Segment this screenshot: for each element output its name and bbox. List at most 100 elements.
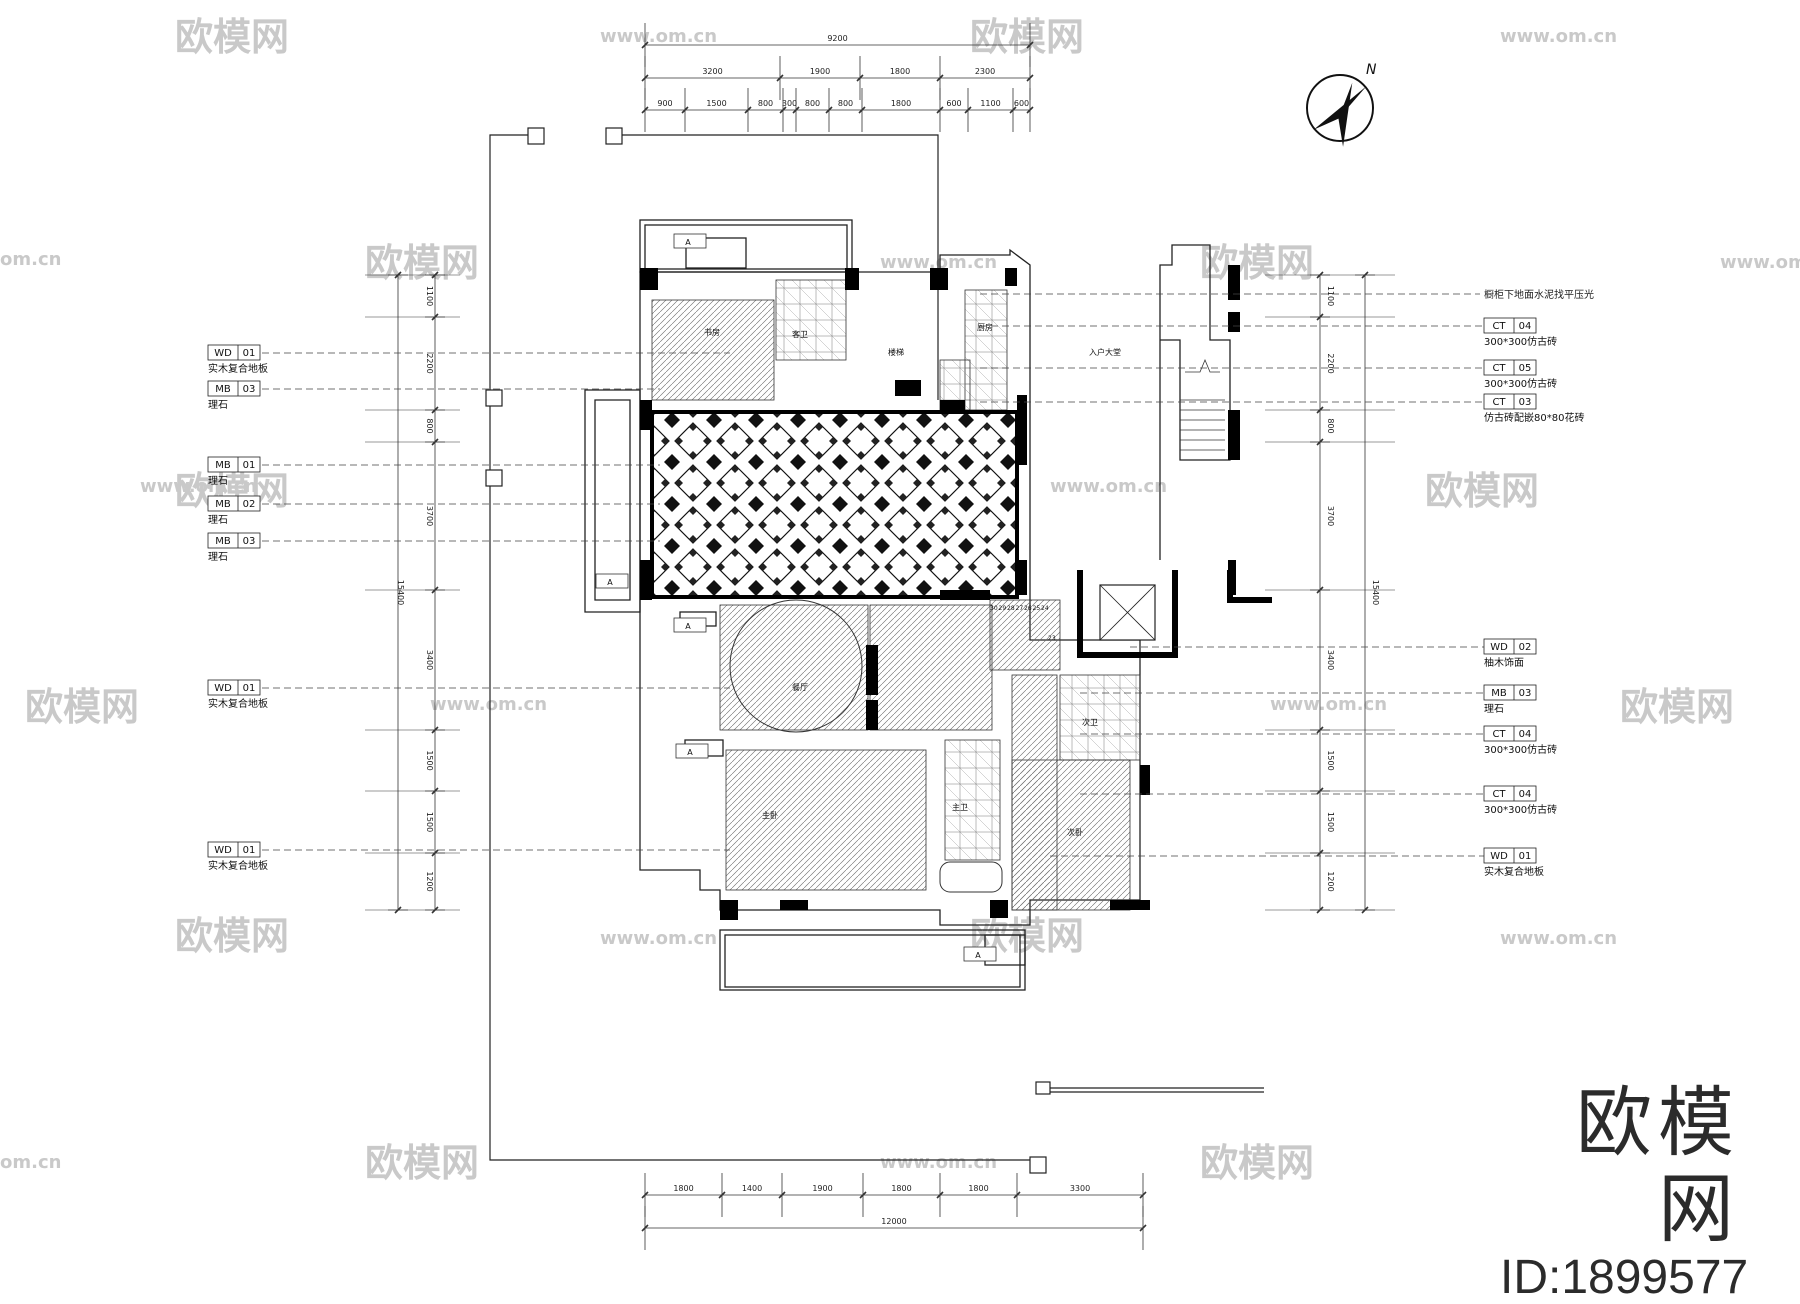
watermark-site: www.om.cn <box>600 928 717 949</box>
material-leader-lines <box>262 293 1484 857</box>
material-number: 04 <box>1519 729 1532 740</box>
dim-label: 3700 <box>425 506 434 526</box>
material-number: 03 <box>1519 397 1532 408</box>
view-tag-label: A <box>607 578 613 587</box>
material-number: 03 <box>243 536 256 547</box>
dim-label: 1800 <box>673 1184 693 1193</box>
note-under-cabinet: 橱柜下地面水泥找平压光 <box>1484 288 1594 301</box>
material-number: 04 <box>1519 789 1532 800</box>
dim-label: 1900 <box>812 1184 832 1193</box>
material-description: 仿古砖配嵌80*80花砖 <box>1484 411 1584 424</box>
material-description: 理石 <box>208 551 228 563</box>
master-bath-floor <box>944 739 1001 861</box>
elevator-core <box>1077 570 1272 658</box>
material-code: WD <box>1490 851 1508 862</box>
dim-label: 1100 <box>425 286 434 306</box>
study-floor <box>651 299 775 401</box>
dim-label: 1500 <box>706 99 726 108</box>
corridor-floor <box>869 604 993 731</box>
watermark-site: www.om.cn <box>1270 694 1387 715</box>
dim-label: 1800 <box>890 67 910 76</box>
dim-label: 1800 <box>891 99 911 108</box>
material-code: MB <box>215 460 231 471</box>
room-label-second-bed: 次卧 <box>1067 827 1083 837</box>
stair-number: 23 <box>1048 635 1056 642</box>
dim-label: 3300 <box>1070 1184 1090 1193</box>
room-label-kitchen: 厨房 <box>977 322 993 332</box>
room-label-stair: 楼梯 <box>888 347 904 357</box>
room-label-study: 书房 <box>704 327 720 337</box>
view-tag <box>963 946 997 962</box>
material-number: 05 <box>1519 363 1532 374</box>
material-description: 实木复合地板 <box>208 362 268 375</box>
material-number: 03 <box>1519 688 1532 699</box>
dim-label: 600 <box>1014 99 1029 108</box>
watermark-brand: 欧模网 <box>970 15 1084 59</box>
dim-label: 2300 <box>975 67 995 76</box>
material-code: MB <box>215 384 231 395</box>
material-number: 02 <box>1519 642 1532 653</box>
dim-label: 800 <box>758 99 773 108</box>
watermark-site: www.om.cn <box>1050 476 1167 497</box>
dim-label: 15400 <box>1371 580 1380 605</box>
room-label-guest-bath: 客卫 <box>792 329 808 339</box>
watermark-brand: 欧模网 <box>175 914 289 958</box>
floor-finishes <box>650 279 1141 911</box>
dim-label: 300 <box>782 99 797 108</box>
living-marble-floor <box>650 410 1019 599</box>
stair-tread-number: 27 <box>1016 605 1024 612</box>
watermark-site: www.om.cn <box>1500 928 1617 949</box>
north-arrow: N <box>1306 62 1377 147</box>
north-label: N <box>1366 62 1377 78</box>
material-description: 柚木饰面 <box>1484 656 1524 669</box>
material-description: 理石 <box>1484 703 1504 715</box>
material-description: 理石 <box>208 475 228 487</box>
dining-table-round <box>729 599 863 733</box>
material-description: 实木复合地板 <box>1484 865 1544 878</box>
dimension-lines <box>365 23 1395 1250</box>
dim-label: 800 <box>1326 418 1335 433</box>
material-number: 04 <box>1519 321 1532 332</box>
material-description: 理石 <box>208 514 228 526</box>
dim-label: 1200 <box>425 871 434 891</box>
material-number: 01 <box>243 348 256 359</box>
material-number: 01 <box>243 683 256 694</box>
stair-tread-number: 25 <box>1033 605 1041 612</box>
room-label-second-bath: 次卫 <box>1082 717 1098 727</box>
dim-label: 800 <box>425 418 434 433</box>
material-code: MB <box>1491 688 1507 699</box>
view-tag <box>673 617 707 633</box>
room-label-master-bath: 主卫 <box>952 802 968 812</box>
dim-label: 1500 <box>425 750 434 770</box>
watermark-brand: 欧模网 <box>1620 685 1734 729</box>
material-description: 实木复合地板 <box>208 859 268 872</box>
dim-label: 800 <box>838 99 853 108</box>
corridor-strip <box>1011 674 1058 911</box>
dim-label: 1500 <box>425 812 434 832</box>
watermark-brand: 欧模网 <box>365 1141 479 1185</box>
room-label-entry-hall: 入户大堂 <box>1089 347 1121 357</box>
stair-tread-number: 30 <box>990 605 998 612</box>
material-description: 300*300仿古砖 <box>1484 743 1557 756</box>
view-tag <box>673 233 707 249</box>
kitchen-floor <box>964 289 1008 411</box>
material-code: WD <box>214 845 232 856</box>
material-code: WD <box>214 348 232 359</box>
watermark-site: www.om.cn <box>1500 26 1617 47</box>
dim-label: 1800 <box>968 1184 988 1193</box>
brand-name: 欧模网 <box>1576 1078 1740 1253</box>
dim-label: 2200 <box>425 353 434 373</box>
view-tag-label: A <box>685 622 691 631</box>
material-description: 300*300仿古砖 <box>1484 803 1557 816</box>
view-tag <box>595 573 629 589</box>
